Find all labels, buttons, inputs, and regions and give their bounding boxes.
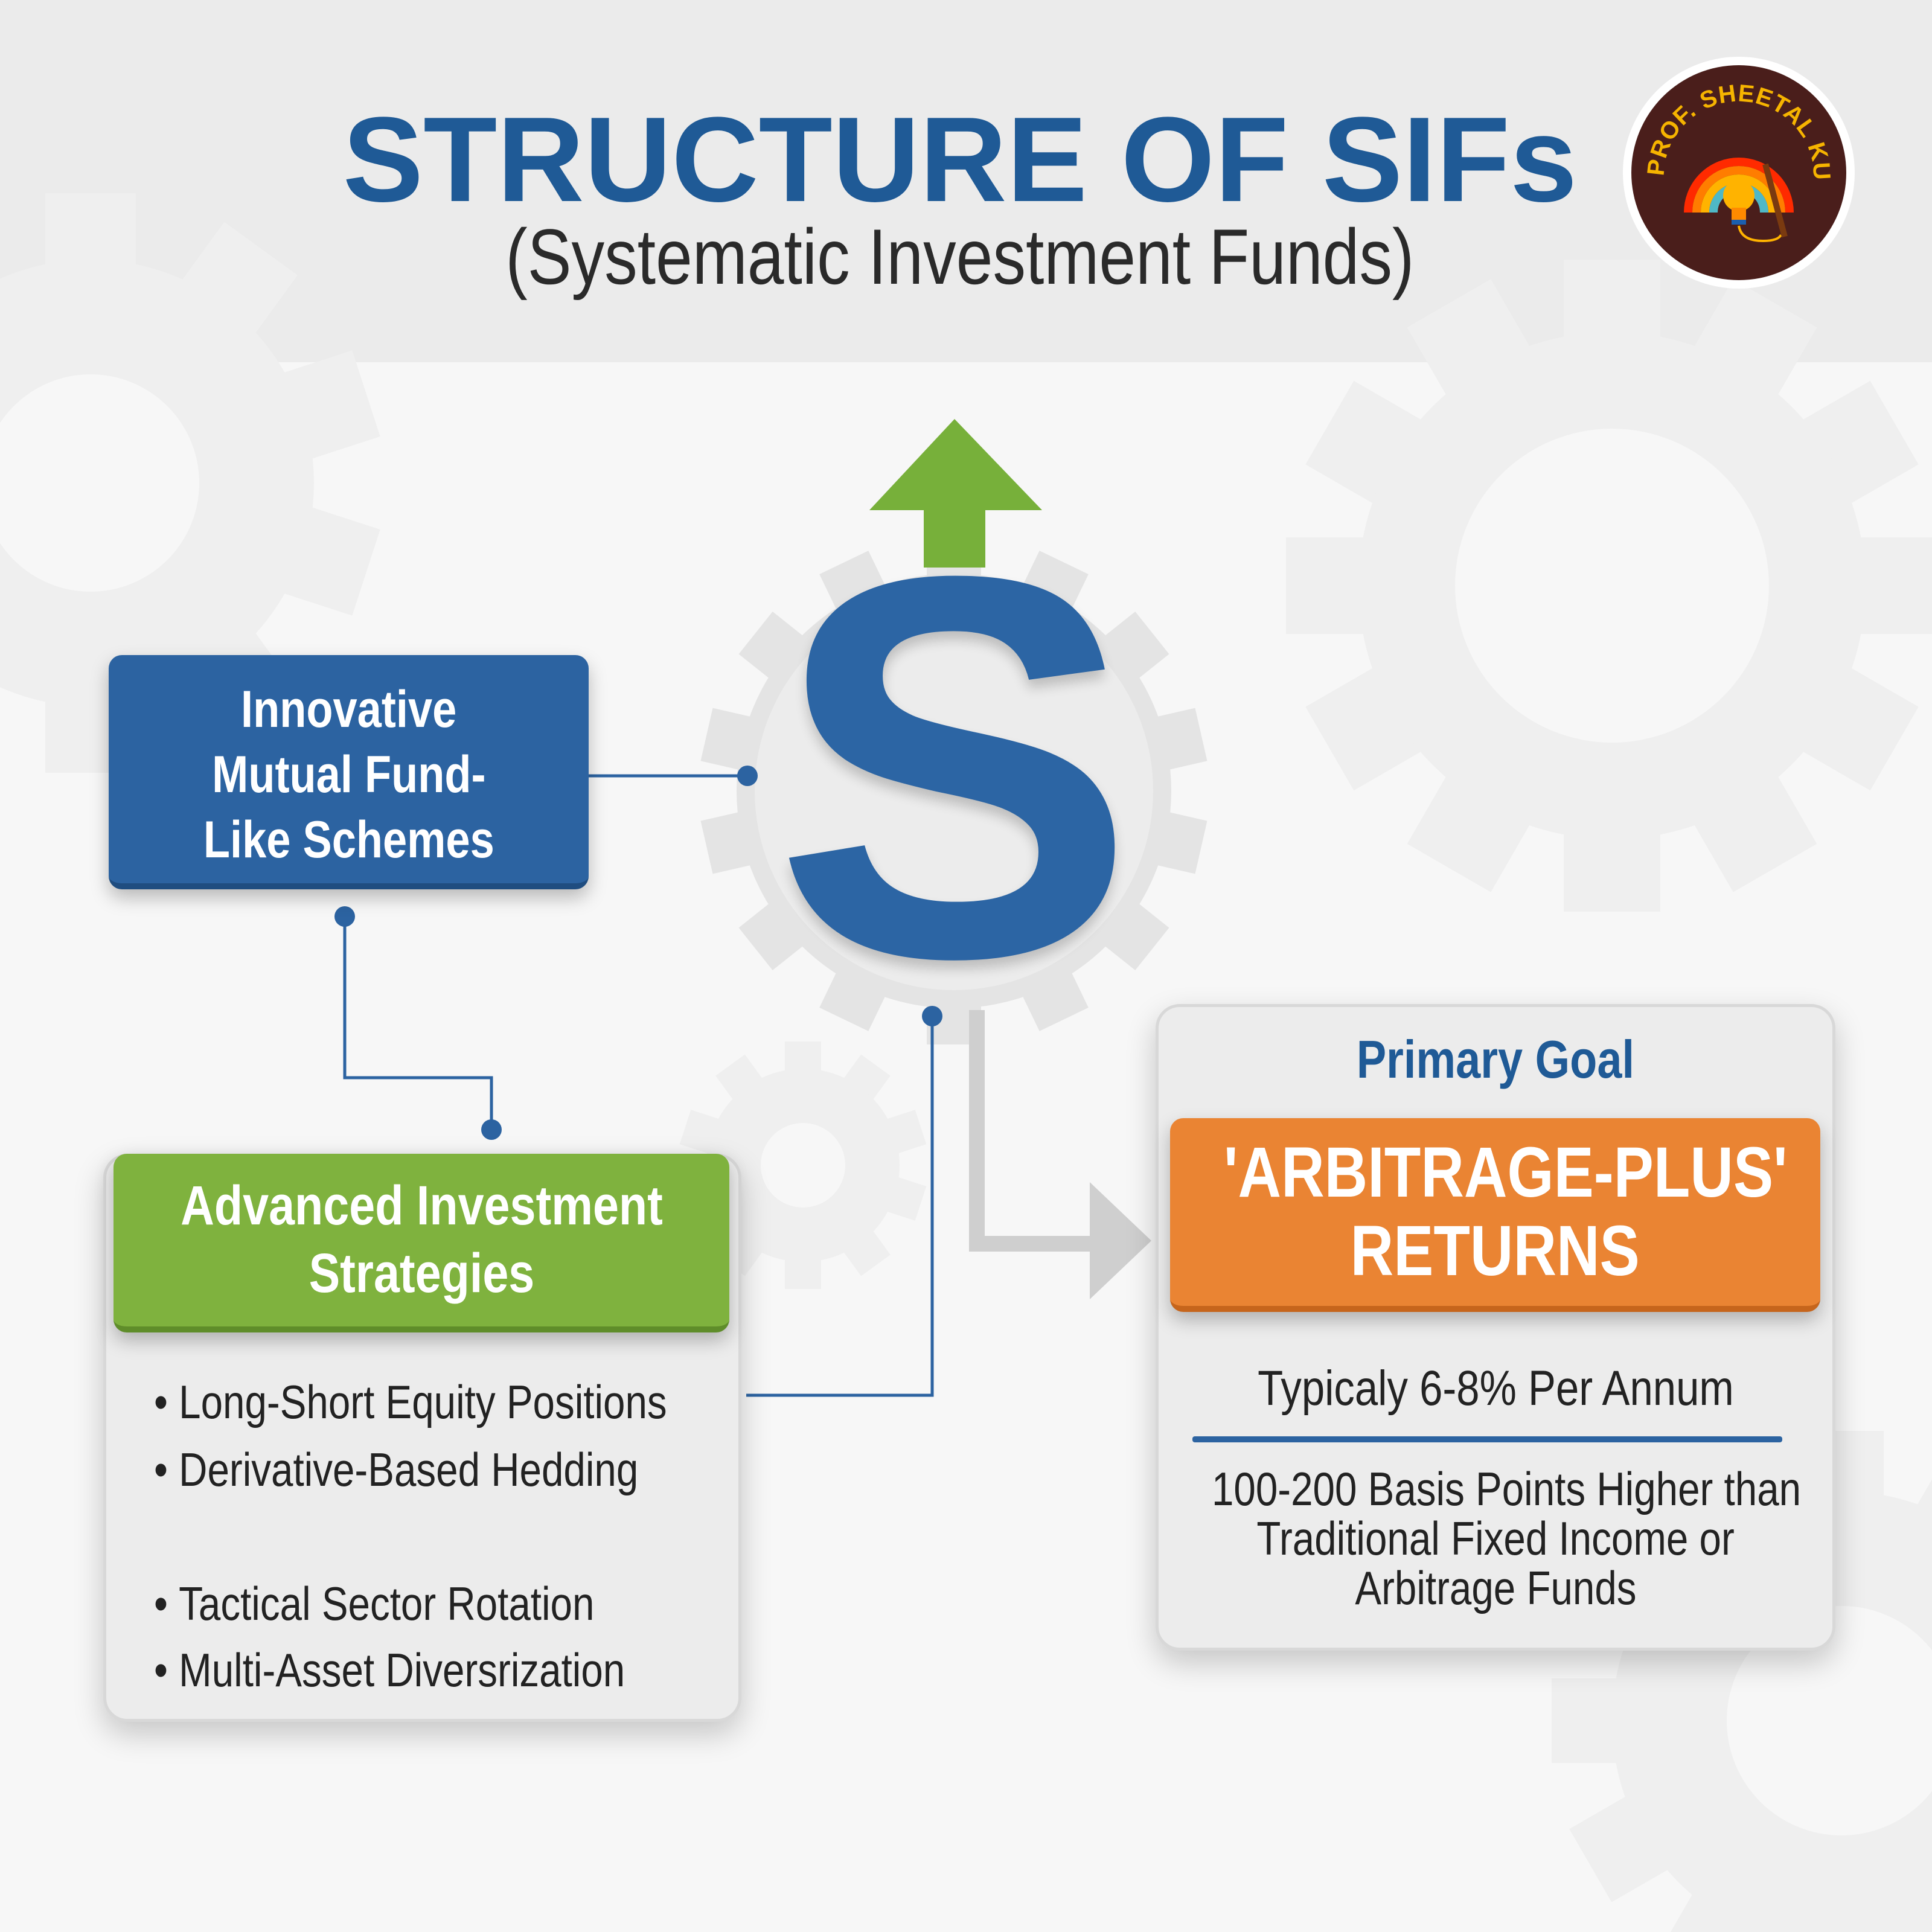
strategy-bullet: • Derivative-Based Hedding (154, 1443, 639, 1496)
academy-logo: PROF. SHEETAL KUNDER ACADEMY (1622, 56, 1855, 289)
page-subtitle: (Systematic Investment Funds) (505, 213, 1415, 301)
primary-goal-card (1156, 1004, 1835, 1651)
strategy-bullet: • Tactical Sector Rotation (154, 1577, 595, 1630)
gear-icon (700, 537, 1208, 1044)
page-title: STRUCTURE OF SIFs (342, 92, 1578, 227)
gray-arrow-icon (969, 1010, 1151, 1299)
primary-goal-label: Primary Goal (1356, 1029, 1635, 1089)
dollar-s-symbol: S (773, 463, 1136, 1070)
strategy-bullet: • Multi-Asset Diversrization (154, 1643, 625, 1697)
strategies-title-box: Advanced Investment Strategies (114, 1154, 729, 1332)
return-rate-text: Typicaly 6-8% Per Annum (1257, 1361, 1734, 1416)
arbitrage-plus-box: 'ARBITRAGE-PLUS' RETURNS (1170, 1118, 1820, 1312)
growth-arrow-icon (869, 419, 1042, 568)
divider (1192, 1436, 1782, 1442)
innovative-schemes-box: Innovative Mutual Fund- Like Schemes (109, 655, 589, 889)
return-detail-text: 100-200 Basis Points Higher than Traditi… (1211, 1462, 1802, 1614)
strategy-bullet: • Long-Short Equity Positions (154, 1375, 667, 1428)
